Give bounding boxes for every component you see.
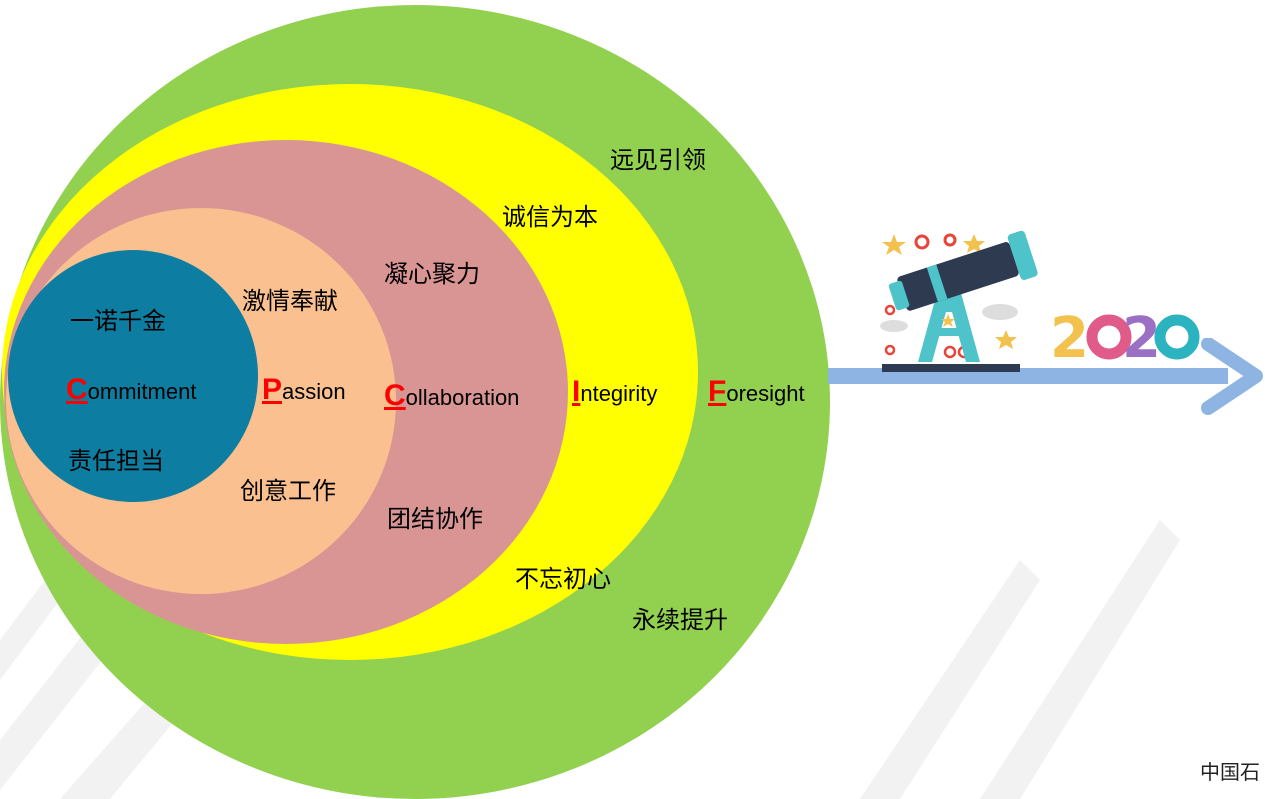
passion-bottom-label: 创意工作 bbox=[240, 477, 336, 505]
commitment-label: Commitment bbox=[66, 375, 196, 405]
integrity-bottom-label: 不忘初心 bbox=[515, 565, 611, 593]
integrity-top-label: 诚信为本 bbox=[502, 203, 598, 231]
foresight-bottom-label: 永续提升 bbox=[632, 606, 728, 634]
commitment-bottom-label: 责任担当 bbox=[68, 447, 164, 475]
foresight-rest: oresight bbox=[726, 381, 805, 406]
integrity-initial: I bbox=[572, 375, 581, 408]
commitment-top-label: 一诺千金 bbox=[70, 307, 166, 335]
telescope-illustration: 2 2 bbox=[880, 230, 1200, 372]
star-icon bbox=[963, 234, 985, 253]
commitment-initial: C bbox=[66, 373, 88, 406]
star-icon bbox=[995, 330, 1017, 349]
foresight-top-label: 远见引领 bbox=[610, 146, 706, 174]
svg-text:2: 2 bbox=[1050, 306, 1089, 371]
commitment-rest: ommitment bbox=[87, 379, 197, 404]
passion-rest: assion bbox=[282, 379, 346, 404]
passion-initial: P bbox=[262, 373, 283, 406]
star-icon bbox=[941, 314, 955, 327]
svg-text:2: 2 bbox=[1122, 306, 1161, 371]
collaboration-top-label: 凝心聚力 bbox=[384, 260, 480, 288]
integrity-rest: ntegirity bbox=[580, 381, 658, 406]
footer-text: 中国石 bbox=[1200, 760, 1260, 784]
ring-commitment bbox=[8, 250, 258, 502]
collaboration-label: Collaboration bbox=[384, 381, 519, 411]
year-2020-graphic: 2 2 bbox=[1050, 306, 1200, 371]
foresight-label: Foresight bbox=[708, 377, 805, 407]
collaboration-initial: C bbox=[384, 379, 406, 412]
passion-label: Passion bbox=[262, 375, 346, 405]
collaboration-rest: ollaboration bbox=[405, 385, 520, 410]
integrity-label: Integirity bbox=[572, 377, 657, 407]
star-icon bbox=[882, 234, 906, 255]
foresight-initial: F bbox=[708, 375, 727, 408]
passion-top-label: 激情奉献 bbox=[242, 287, 338, 315]
collaboration-bottom-label: 团结协作 bbox=[387, 505, 483, 533]
